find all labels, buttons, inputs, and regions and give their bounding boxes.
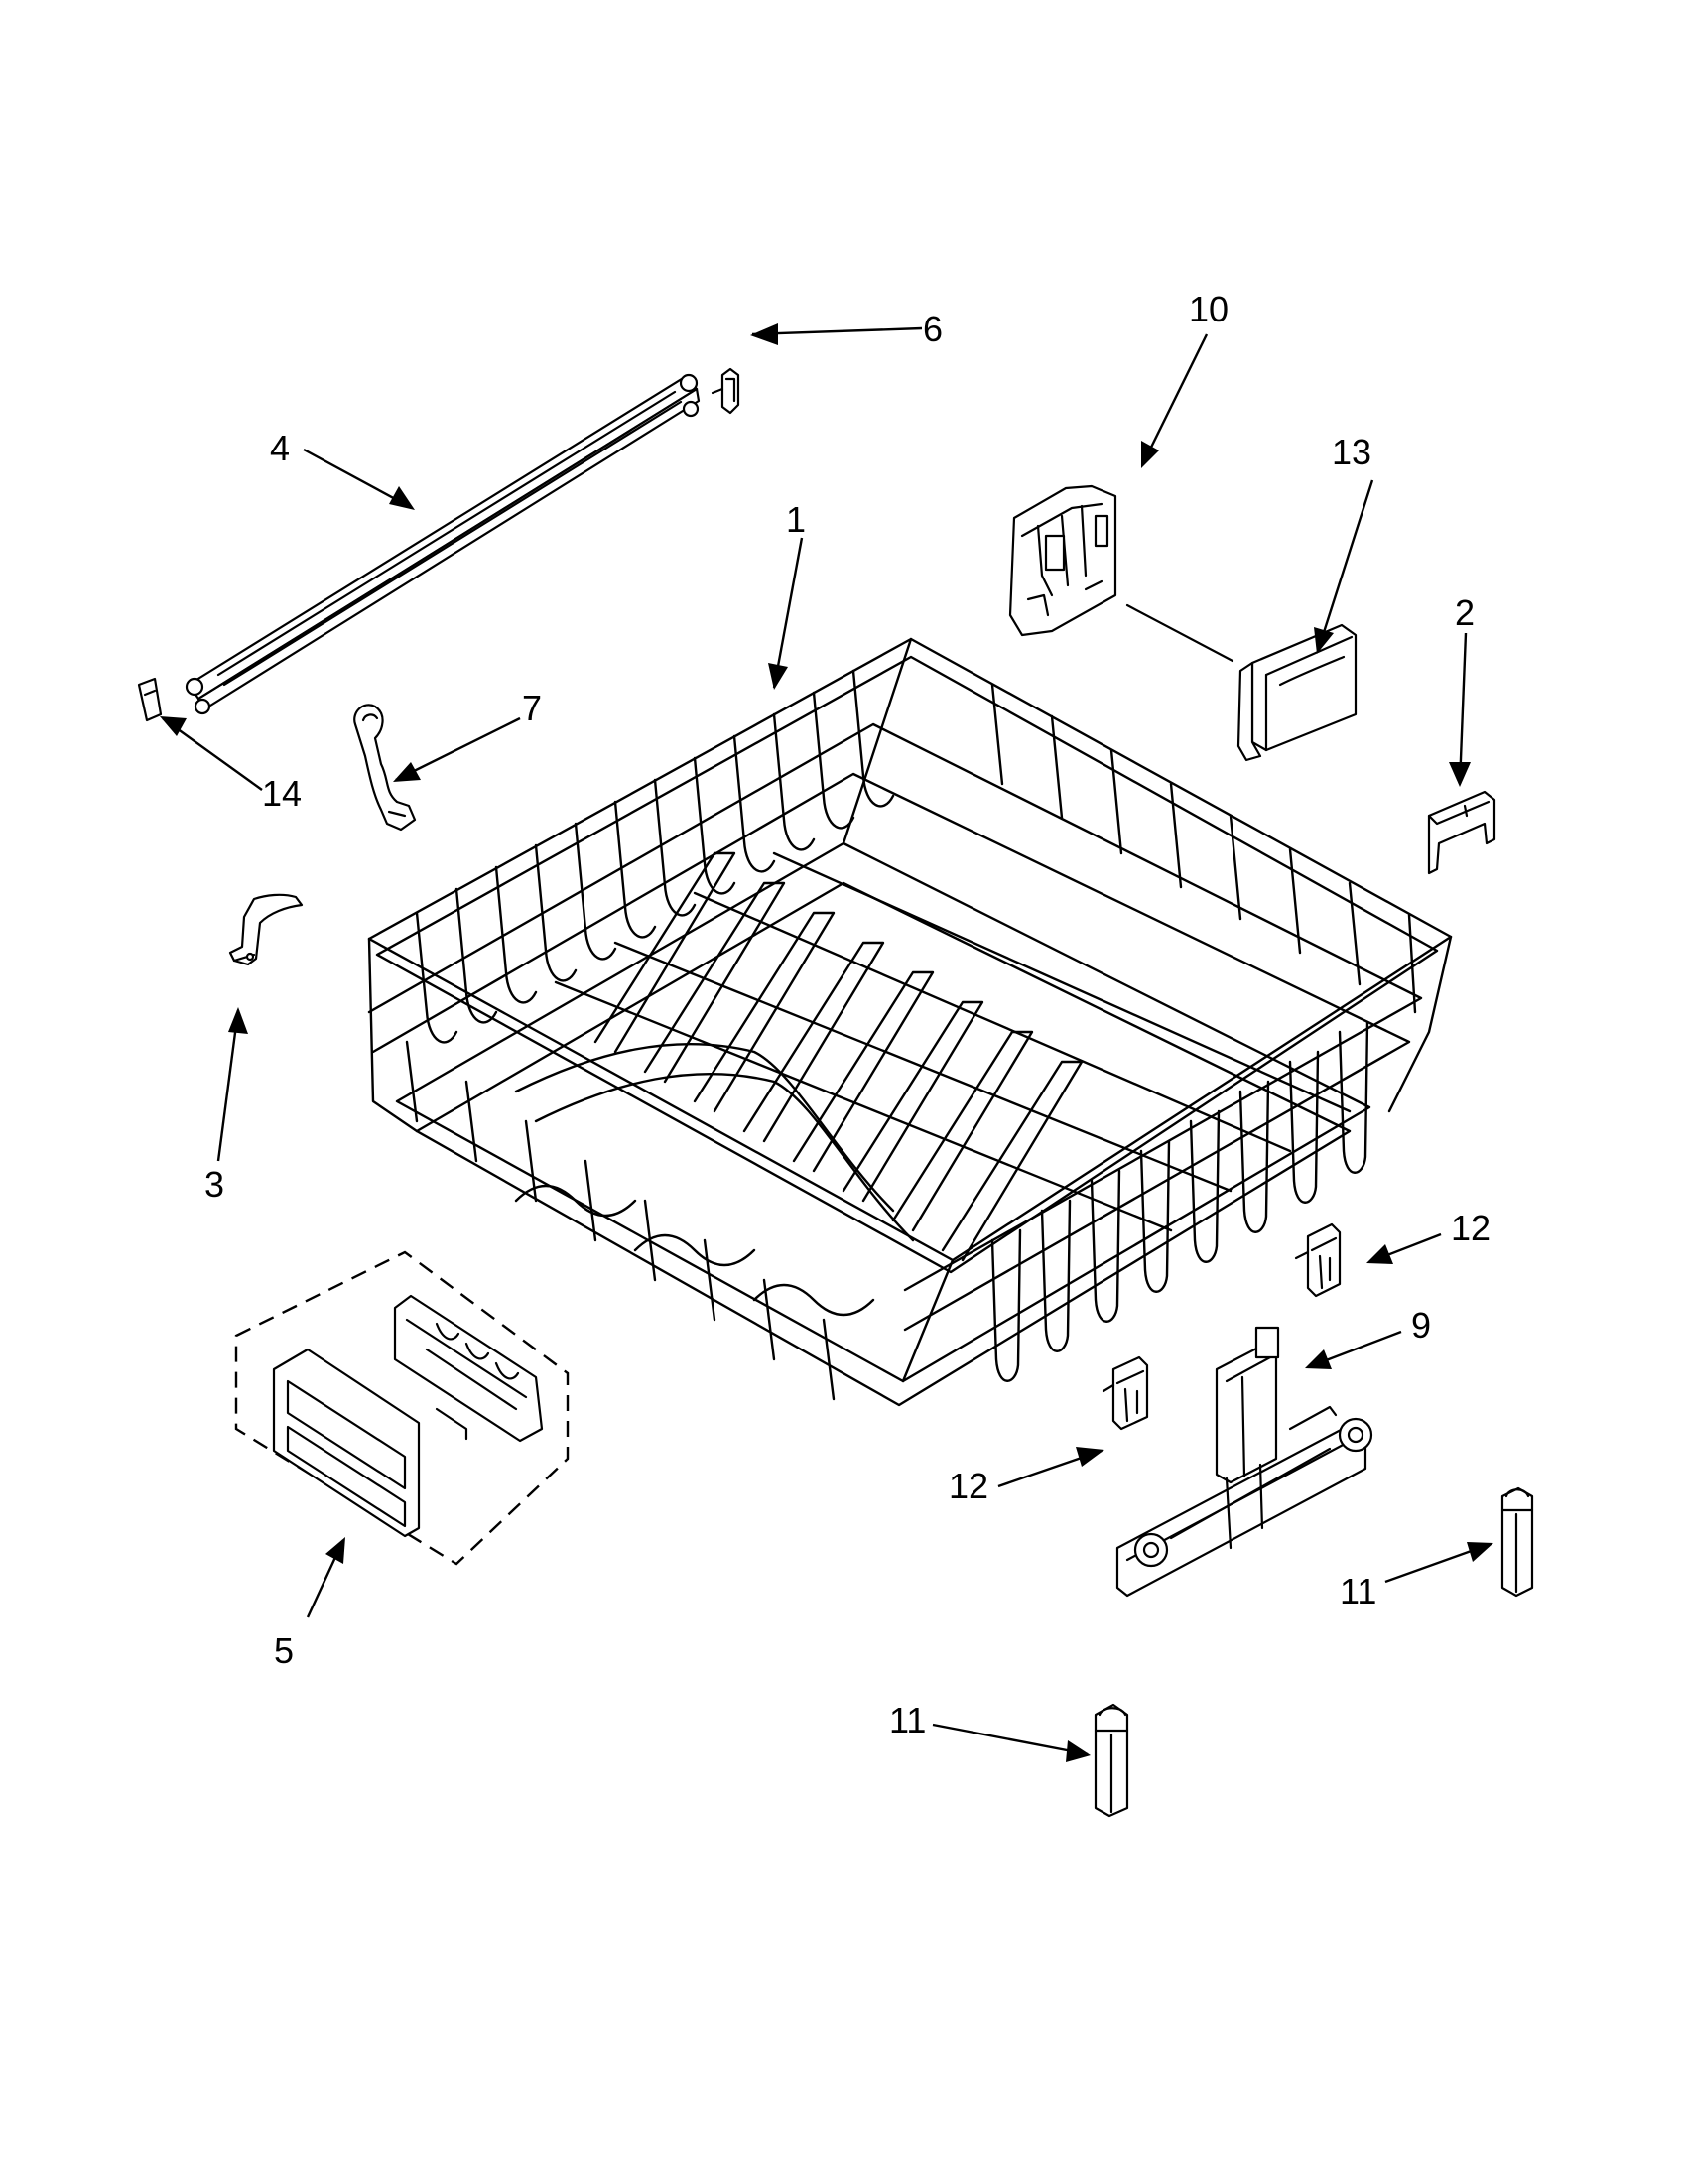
callout-1: 1	[786, 499, 806, 540]
positioner-clip-upper	[1294, 1222, 1342, 1298]
wheel-support	[1008, 484, 1117, 637]
callout-4: 4	[270, 428, 290, 468]
callout-labels: 6 4 1 10 13 2 7 14 3 12 9 12 5 11 11	[204, 289, 1491, 1740]
callout-7: 7	[522, 688, 542, 728]
stop-clip	[1427, 790, 1496, 875]
callout-14: 14	[262, 773, 302, 814]
positioner-clip-lower	[1102, 1355, 1149, 1431]
callout-6: 6	[923, 309, 943, 349]
positioner	[353, 704, 417, 832]
clip	[228, 893, 304, 966]
callout-5: 5	[274, 1630, 294, 1671]
adjuster-rail	[185, 373, 701, 715]
rack-assembly	[367, 637, 1453, 1407]
arrowheads	[160, 323, 1493, 1762]
callout-9: 9	[1411, 1305, 1431, 1346]
rail-stop	[137, 677, 163, 722]
callout-12-lower: 12	[949, 1466, 988, 1506]
callout-2: 2	[1455, 592, 1475, 633]
tine-holder-upper	[1500, 1486, 1534, 1598]
callout-10: 10	[1189, 289, 1229, 329]
callout-11-upper: 11	[1340, 1571, 1376, 1611]
rail-end-cap	[711, 367, 740, 415]
tine-holder-lower	[1094, 1703, 1129, 1818]
cup-shelf	[1125, 603, 1358, 762]
callout-12-upper: 12	[1451, 1208, 1491, 1248]
callout-11-lower: 11	[889, 1700, 926, 1740]
handle-assembly	[234, 1250, 570, 1566]
adjuster-assembly	[1115, 1326, 1373, 1598]
callout-3: 3	[204, 1164, 224, 1205]
callout-13: 13	[1332, 432, 1371, 472]
